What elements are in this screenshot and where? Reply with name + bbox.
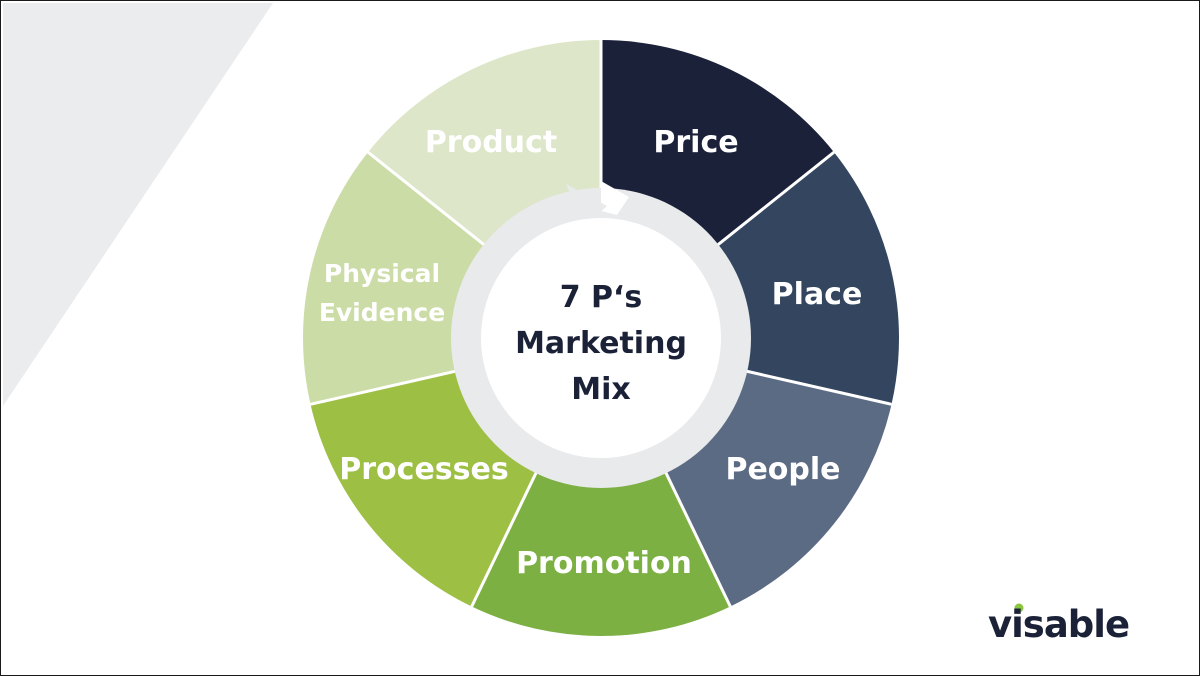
logo-dot-icon: [1014, 603, 1024, 613]
label-place: Place: [772, 277, 863, 312]
label-product: Product: [425, 125, 557, 160]
cycle-arrow-icon: [451, 181, 751, 488]
label-processes: Processes: [339, 452, 508, 487]
center-title: 7 P‘s Marketing Mix: [515, 280, 687, 407]
center-title-line-1: 7 P‘s: [560, 280, 643, 315]
center-title-line-2: Marketing: [515, 326, 687, 361]
label-physical-evidence-line-1: Physical: [324, 259, 440, 288]
label-price: Price: [653, 125, 738, 160]
label-people: People: [725, 452, 840, 487]
center-title-line-3: Mix: [571, 372, 631, 407]
visable-logo: visable: [988, 603, 1130, 646]
logo-text: visable: [988, 603, 1129, 646]
label-promotion: Promotion: [516, 546, 692, 581]
label-physical-evidence-line-2: Evidence: [319, 298, 445, 327]
